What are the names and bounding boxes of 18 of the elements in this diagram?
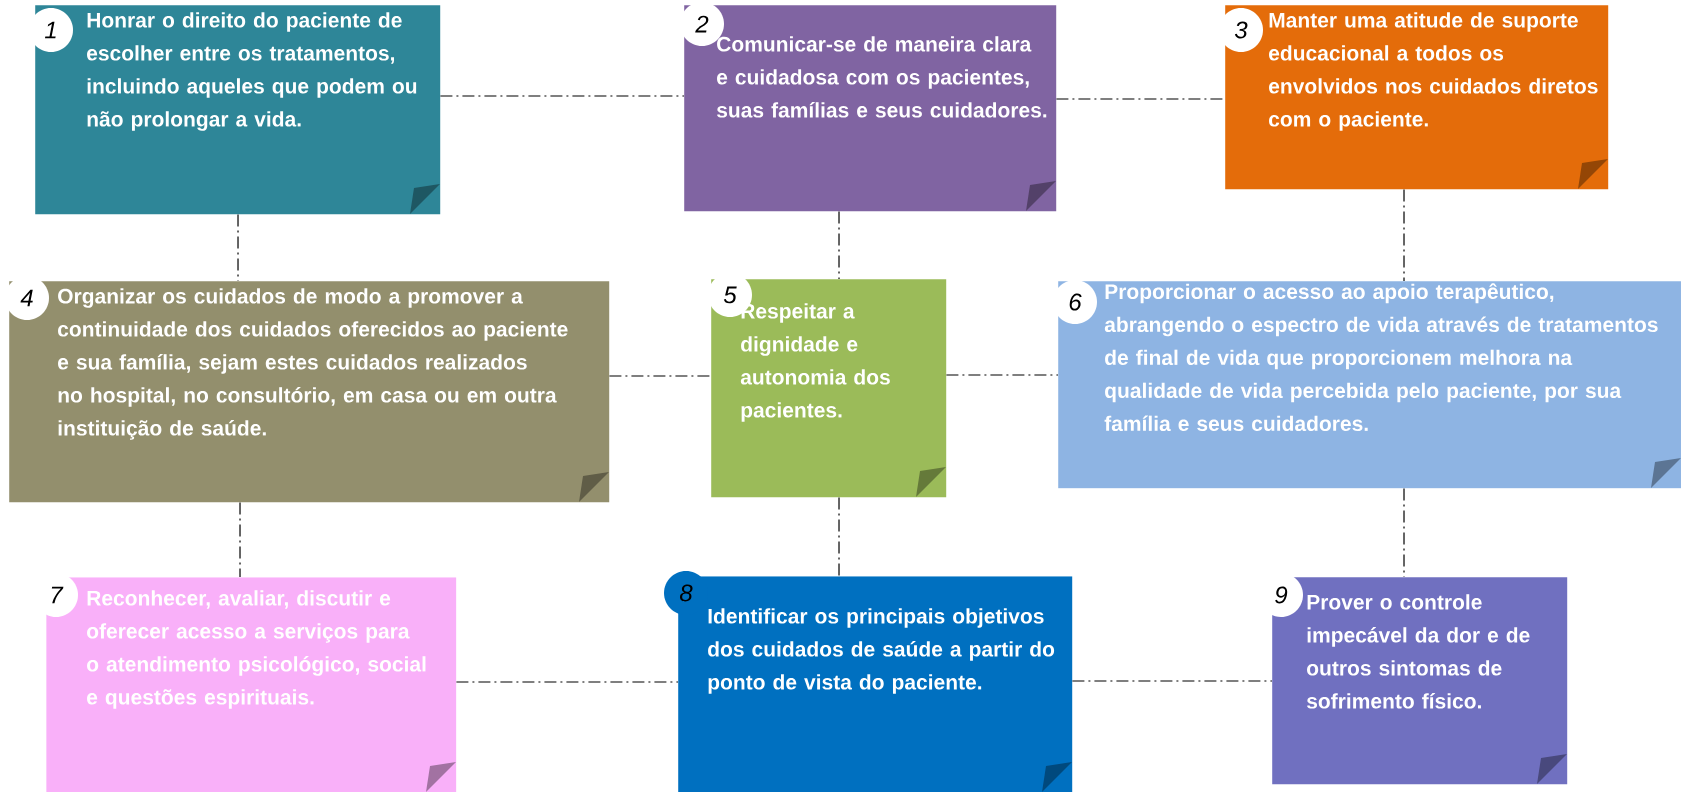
number-badge: 1	[29, 8, 73, 52]
connector-line	[608, 375, 712, 377]
number-badge: 7	[34, 573, 78, 617]
connector-line	[838, 496, 840, 577]
number-badge: 4	[5, 276, 49, 320]
number-badge: 8	[664, 571, 708, 615]
connector-line	[838, 210, 840, 280]
connector-line	[1071, 680, 1273, 682]
number-badge: 3	[1219, 8, 1263, 52]
connector-line	[439, 95, 685, 97]
connector-line	[1403, 487, 1405, 578]
connector-line	[945, 374, 1059, 376]
connector-line	[455, 681, 679, 683]
connector-line	[237, 213, 239, 282]
number-badge: 6	[1053, 280, 1097, 324]
number-badge: 9	[1259, 573, 1303, 617]
connector-line	[1403, 188, 1405, 282]
connector-line	[239, 501, 241, 578]
